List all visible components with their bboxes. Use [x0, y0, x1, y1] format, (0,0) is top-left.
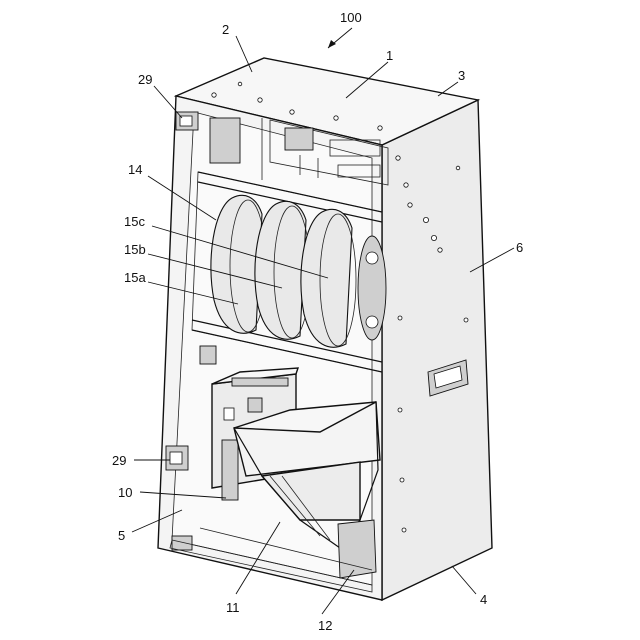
label-15b: 15b	[124, 242, 146, 257]
label-29-lower: 29	[112, 453, 126, 468]
upper-board	[210, 118, 240, 163]
label-14: 14	[128, 162, 142, 177]
control-board	[222, 440, 238, 500]
label-4: 4	[480, 592, 487, 607]
label-15c: 15c	[124, 214, 145, 229]
label-100: 100	[340, 10, 362, 25]
label-12: 12	[318, 618, 332, 633]
side-panel	[382, 100, 492, 600]
label-29-upper: 29	[138, 72, 152, 87]
label-10: 10	[118, 485, 132, 500]
label-15a: 15a	[124, 270, 146, 285]
label-3: 3	[458, 68, 465, 83]
label-6: 6	[516, 240, 523, 255]
label-1: 1	[386, 48, 393, 63]
hinge-lower	[166, 446, 188, 470]
circuit-board	[285, 128, 313, 150]
label-11: 11	[226, 600, 240, 615]
label-5: 5	[118, 528, 125, 543]
label-2: 2	[222, 22, 229, 37]
